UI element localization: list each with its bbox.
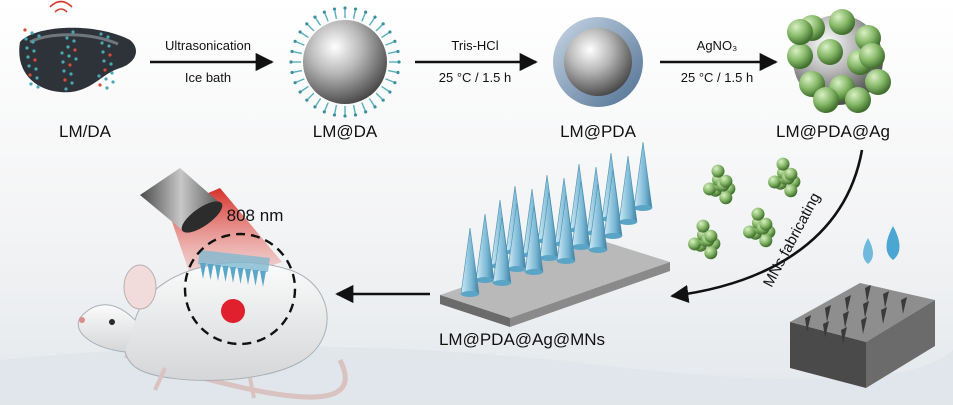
label-mns: LM@PDA@Ag@MNs [438,330,606,349]
lm-da-blob [19,0,136,93]
step-1-bottom: Ice bath [184,70,232,85]
lm-pda-ag-cluster [787,9,891,113]
mouse [77,250,348,400]
microneedle-mold [790,226,935,388]
step-3-bottom: 25 °C / 1.5 h [680,70,754,85]
label-lm-at-da: LM@DA [312,122,378,141]
label-lm-da: LM/DA [59,122,111,141]
label-lm-pda: LM@PDA [560,122,636,141]
step-1-top: Ultrasonication [165,38,251,53]
label-laser: 808 nm [226,206,284,225]
arrow-mns-fabricating [670,149,864,303]
step-3-top: AgNO₃ [696,38,738,53]
step-2-top: Tris-HCl [451,38,499,53]
lm-pda-sphere [553,17,643,107]
step-2-bottom: 25 °C / 1.5 h [438,70,512,85]
treatment-zoom-circle [183,232,297,346]
label-lm-pda-ag: LM@PDA@Ag [776,122,890,141]
microneedle-patch [440,141,670,327]
ag-particle-clusters [688,157,801,260]
lm-at-da-sphere [289,6,401,118]
